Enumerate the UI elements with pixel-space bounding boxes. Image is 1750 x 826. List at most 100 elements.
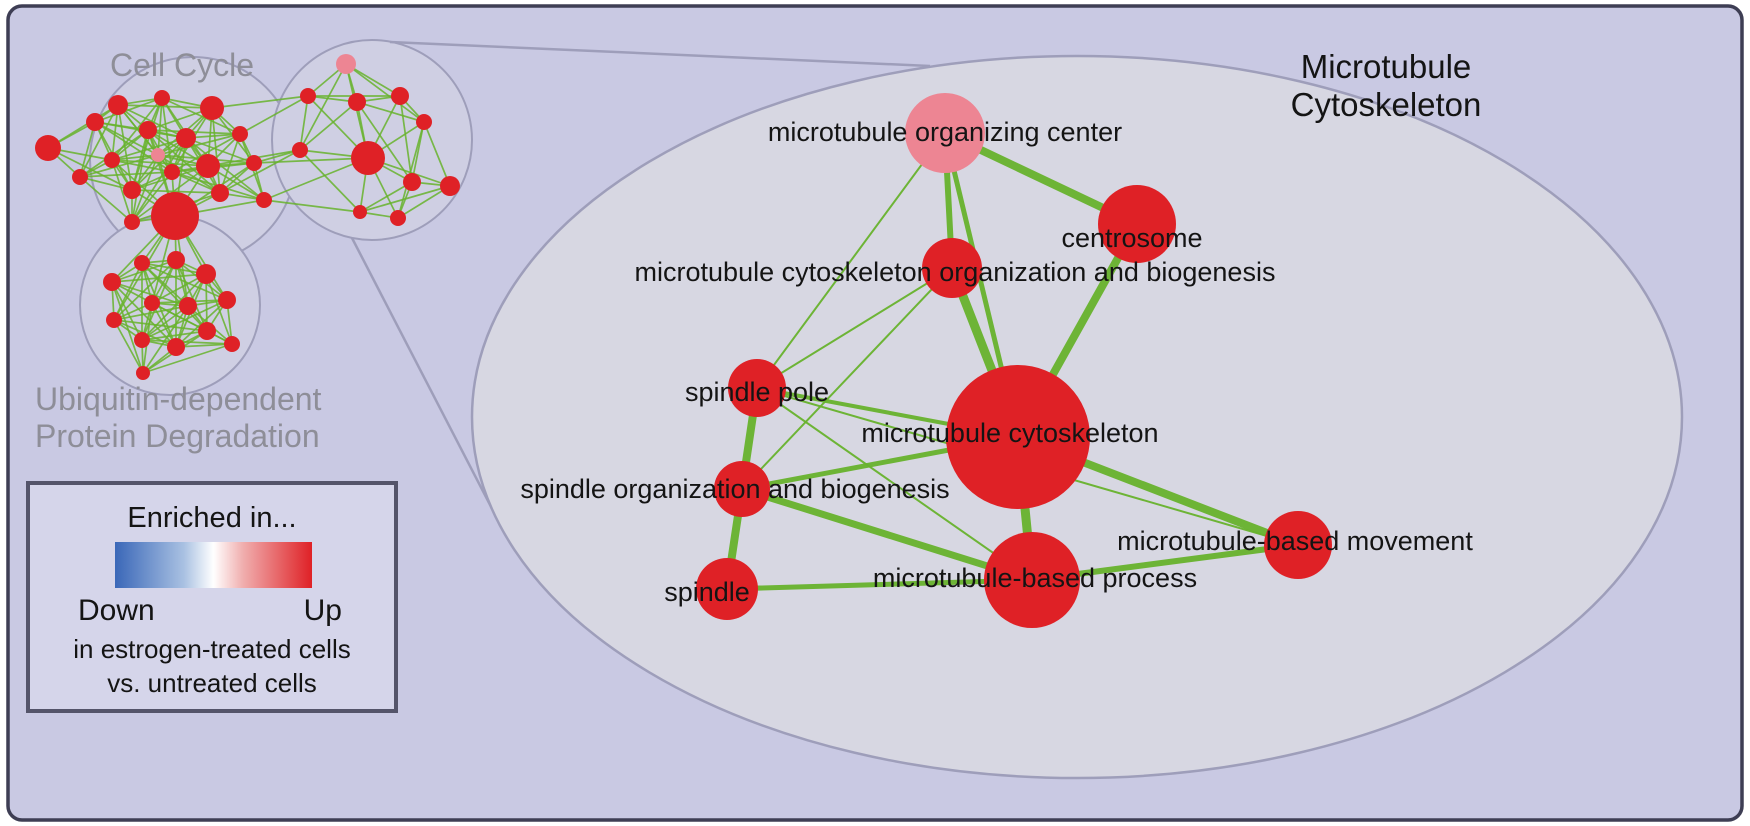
cluster-label-cell-cycle: Cell Cycle	[110, 47, 254, 83]
overview-edge	[397, 121, 425, 219]
overview-node-u3	[167, 251, 185, 269]
overview-edge	[47, 147, 133, 191]
overview-node-u1	[103, 273, 121, 291]
overview-node-u9	[106, 312, 122, 328]
overview-node-c12	[200, 96, 224, 120]
overview-edge	[263, 199, 361, 213]
overview-edge	[157, 133, 241, 156]
overview-node-t7	[403, 173, 421, 191]
zoom-node-labels: microtubule organizing centercentrosomem…	[520, 117, 1473, 607]
zoom-edge-spindle-mbp	[724, 577, 1035, 592]
zoom-node-spindle	[696, 558, 758, 620]
cluster-label-ubiquitin-line1: Ubiquitin-dependent	[35, 381, 322, 417]
zoom-node-centrosome	[1098, 185, 1176, 263]
overview-node-c2	[86, 113, 104, 131]
overview-edge	[141, 339, 233, 345]
overview-edge	[399, 95, 413, 183]
zoom-node-sob	[714, 461, 770, 517]
overview-node-c19	[256, 192, 272, 208]
overview-edge	[299, 95, 309, 151]
overview-node-u8	[134, 332, 150, 348]
overview-edge	[239, 95, 309, 135]
zoom-node-spindle_pole	[728, 359, 786, 417]
magnifier-line-1	[389, 40, 931, 68]
legend-down-label: Down	[78, 594, 155, 627]
overview-edge	[161, 97, 173, 173]
overview-edge	[141, 273, 207, 341]
zoom-node-moc	[905, 93, 985, 173]
overview-edge	[359, 181, 413, 213]
zoom-node-label-mcob: microtubule cytoskeleton organization an…	[635, 257, 1276, 287]
overview-edge	[423, 121, 451, 187]
overview-edge	[299, 63, 347, 151]
overview-node-t2	[300, 88, 316, 104]
overview-edge	[151, 302, 233, 345]
overview-edge	[175, 259, 208, 332]
zoom-node-label-moc: microtubule organizing center	[768, 117, 1122, 147]
zoom-edge-moc-spindle_pole	[756, 132, 946, 389]
overview-node-u10	[144, 295, 160, 311]
overview-node-t9	[390, 210, 406, 226]
overview-edge	[185, 137, 265, 201]
overview-edge	[205, 273, 233, 345]
overview-edge	[397, 185, 451, 219]
overview-node-c18	[124, 214, 140, 230]
overview-node-t3	[348, 93, 366, 111]
legend-gradient-bar	[115, 542, 312, 588]
overview-edge	[345, 63, 425, 123]
zoom-node-label-spindle_pole: spindle pole	[685, 377, 829, 407]
legend-box	[26, 481, 398, 713]
overview-edge	[79, 171, 173, 178]
zoom-node-mbm	[1264, 511, 1332, 579]
overview-edge	[141, 330, 208, 341]
overview-node-t4	[391, 87, 409, 105]
overview-edge	[356, 101, 425, 123]
overview-edge	[299, 101, 358, 151]
overview-node-u2	[134, 255, 150, 271]
zoom-node-label-sob: spindle organization and biogenesis	[520, 474, 949, 504]
overview-edge	[211, 107, 221, 194]
overview-edge	[111, 97, 163, 161]
magnifier-lines	[350, 40, 931, 529]
overview-node-c10	[176, 128, 196, 148]
legend-caption-line2: vs. untreated cells	[107, 668, 317, 698]
overview-node-u11	[179, 297, 197, 315]
overview-node-u12	[224, 336, 240, 352]
overview-node-c14	[211, 184, 229, 202]
overview-node-t10	[353, 205, 367, 219]
legend-up-label: Up	[304, 594, 342, 627]
zoom-node-label-mbm: microtubule-based movement	[1117, 526, 1473, 556]
zoom-edge-mcob-sob	[741, 267, 953, 490]
overview-node-u4	[196, 264, 216, 284]
overview-node-c5	[104, 152, 120, 168]
overview-edge	[131, 97, 163, 191]
zoom-node-mc	[946, 365, 1090, 509]
overview-node-c7	[139, 121, 157, 139]
overview-node-u13	[136, 366, 150, 380]
overview-edge	[131, 171, 173, 223]
overview-node-c13	[196, 154, 220, 178]
overview-edge	[47, 104, 119, 149]
overview-node-c3	[72, 169, 88, 185]
overview-node-u6	[198, 322, 216, 340]
overview-edge	[141, 305, 189, 341]
overview-edge	[157, 97, 163, 156]
overview-edge	[131, 137, 187, 223]
overview-node-c9	[151, 148, 165, 162]
overview-node-c4	[108, 95, 128, 115]
zoom-node-label-spindle: spindle	[664, 577, 750, 607]
overview-node-c15	[232, 126, 248, 142]
overview-edge	[131, 129, 149, 223]
zoom-node-mcob	[922, 238, 982, 298]
overview-edge	[253, 157, 369, 164]
overview-node-c16	[246, 155, 262, 171]
zoom-node-mbp	[984, 532, 1080, 628]
overview-edge	[131, 189, 221, 194]
overview-edge	[345, 63, 401, 97]
magnifier-line-2	[350, 237, 504, 529]
overview-edge	[131, 154, 159, 223]
overview-edge	[111, 281, 144, 374]
cluster-circle-microtubule	[271, 39, 473, 241]
zoom-title-line1: Microtubule	[1301, 48, 1472, 85]
